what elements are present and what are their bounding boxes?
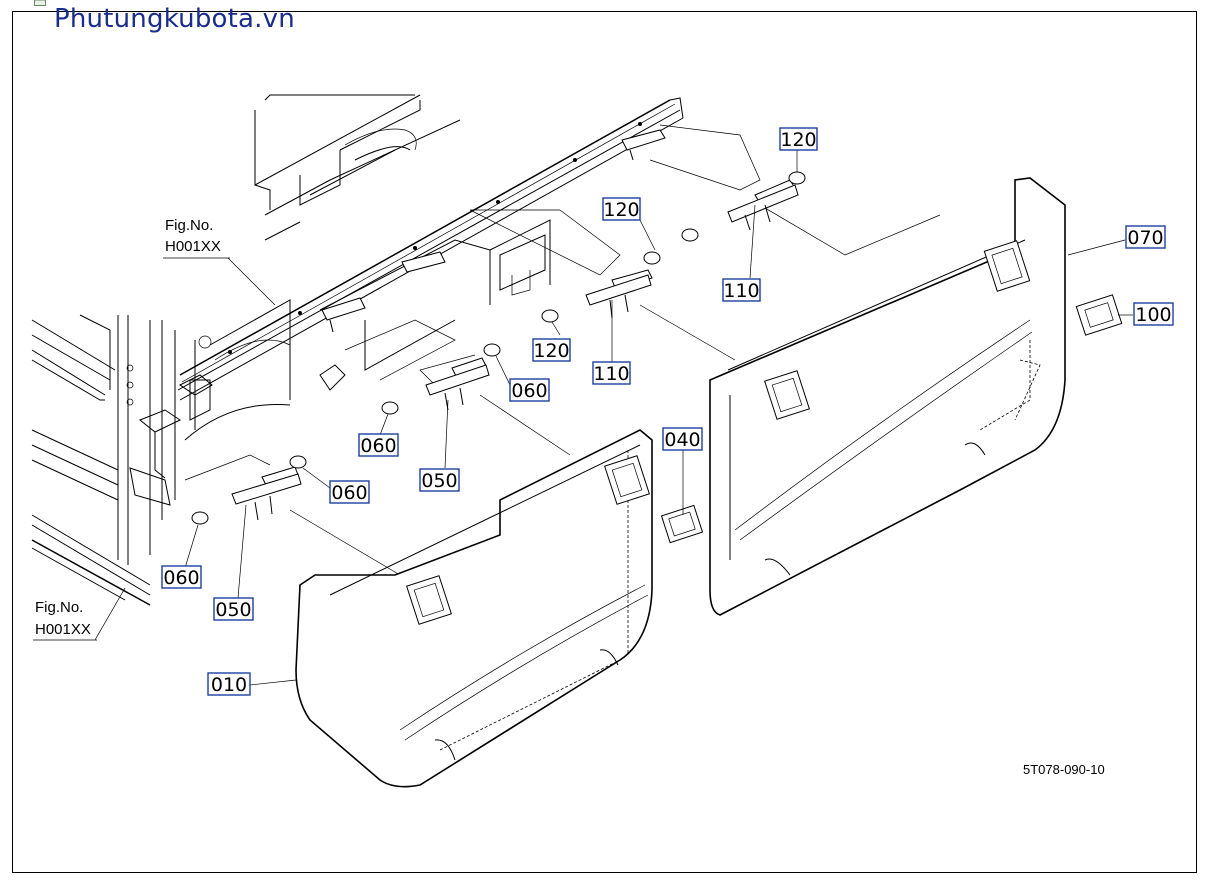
svg-text:120: 120 <box>603 199 639 221</box>
part-label-070[interactable]: 070 <box>1125 225 1166 249</box>
bolts <box>191 171 806 525</box>
svg-text:040: 040 <box>664 429 700 451</box>
svg-text:110: 110 <box>593 363 629 385</box>
left-side-panel <box>295 429 653 788</box>
drawing-code: 5T078-090-10 <box>1023 762 1105 777</box>
drawing-frame <box>12 11 1197 873</box>
part-label-060-a[interactable]: 060 <box>509 378 550 402</box>
part-label-110-a[interactable]: 110 <box>722 278 761 302</box>
door-handles <box>660 294 1123 544</box>
part-label-050-b[interactable]: 050 <box>213 597 254 621</box>
part-label-100[interactable]: 100 <box>1133 302 1174 326</box>
figure-reference-upper[interactable]: Fig.No. H001XX <box>163 217 230 259</box>
svg-text:070: 070 <box>1127 227 1163 249</box>
svg-text:060: 060 <box>360 435 396 457</box>
svg-text:Fig.No.: Fig.No. <box>35 599 83 616</box>
svg-text:120: 120 <box>780 129 816 151</box>
part-label-120-b[interactable]: 120 <box>602 197 641 221</box>
part-label-060-b[interactable]: 060 <box>358 433 399 457</box>
svg-text:060: 060 <box>511 380 547 402</box>
svg-text:100: 100 <box>1135 304 1171 326</box>
part-label-040[interactable]: 040 <box>662 427 703 451</box>
part-label-060-d[interactable]: 060 <box>161 565 202 589</box>
leader-lines <box>94 150 1133 686</box>
figure-reference-lower[interactable]: Fig.No. H001XX <box>33 599 97 641</box>
part-label-060-c[interactable]: 060 <box>329 480 370 504</box>
part-label-010[interactable]: 010 <box>207 672 251 696</box>
svg-text:110: 110 <box>723 280 759 302</box>
svg-text:060: 060 <box>163 567 199 589</box>
svg-text:060: 060 <box>331 482 367 504</box>
part-label-120-c[interactable]: 120 <box>532 338 571 362</box>
svg-text:Fig.No.: Fig.No. <box>165 217 213 234</box>
mounting-brackets <box>231 129 799 521</box>
svg-text:H001XX: H001XX <box>35 621 91 638</box>
svg-text:050: 050 <box>421 470 457 492</box>
machine-frame-structure <box>31 94 684 606</box>
document-icon <box>34 0 46 6</box>
part-label-050-a[interactable]: 050 <box>419 468 460 492</box>
right-side-panel <box>709 177 1066 616</box>
svg-text:120: 120 <box>533 340 569 362</box>
svg-text:010: 010 <box>211 674 247 696</box>
svg-text:H001XX: H001XX <box>165 238 221 255</box>
watermark-text: Phutungkubota.vn <box>54 4 295 34</box>
svg-text:050: 050 <box>215 599 251 621</box>
part-label-110-b[interactable]: 110 <box>592 361 631 385</box>
part-label-120-a[interactable]: 120 <box>779 127 818 151</box>
